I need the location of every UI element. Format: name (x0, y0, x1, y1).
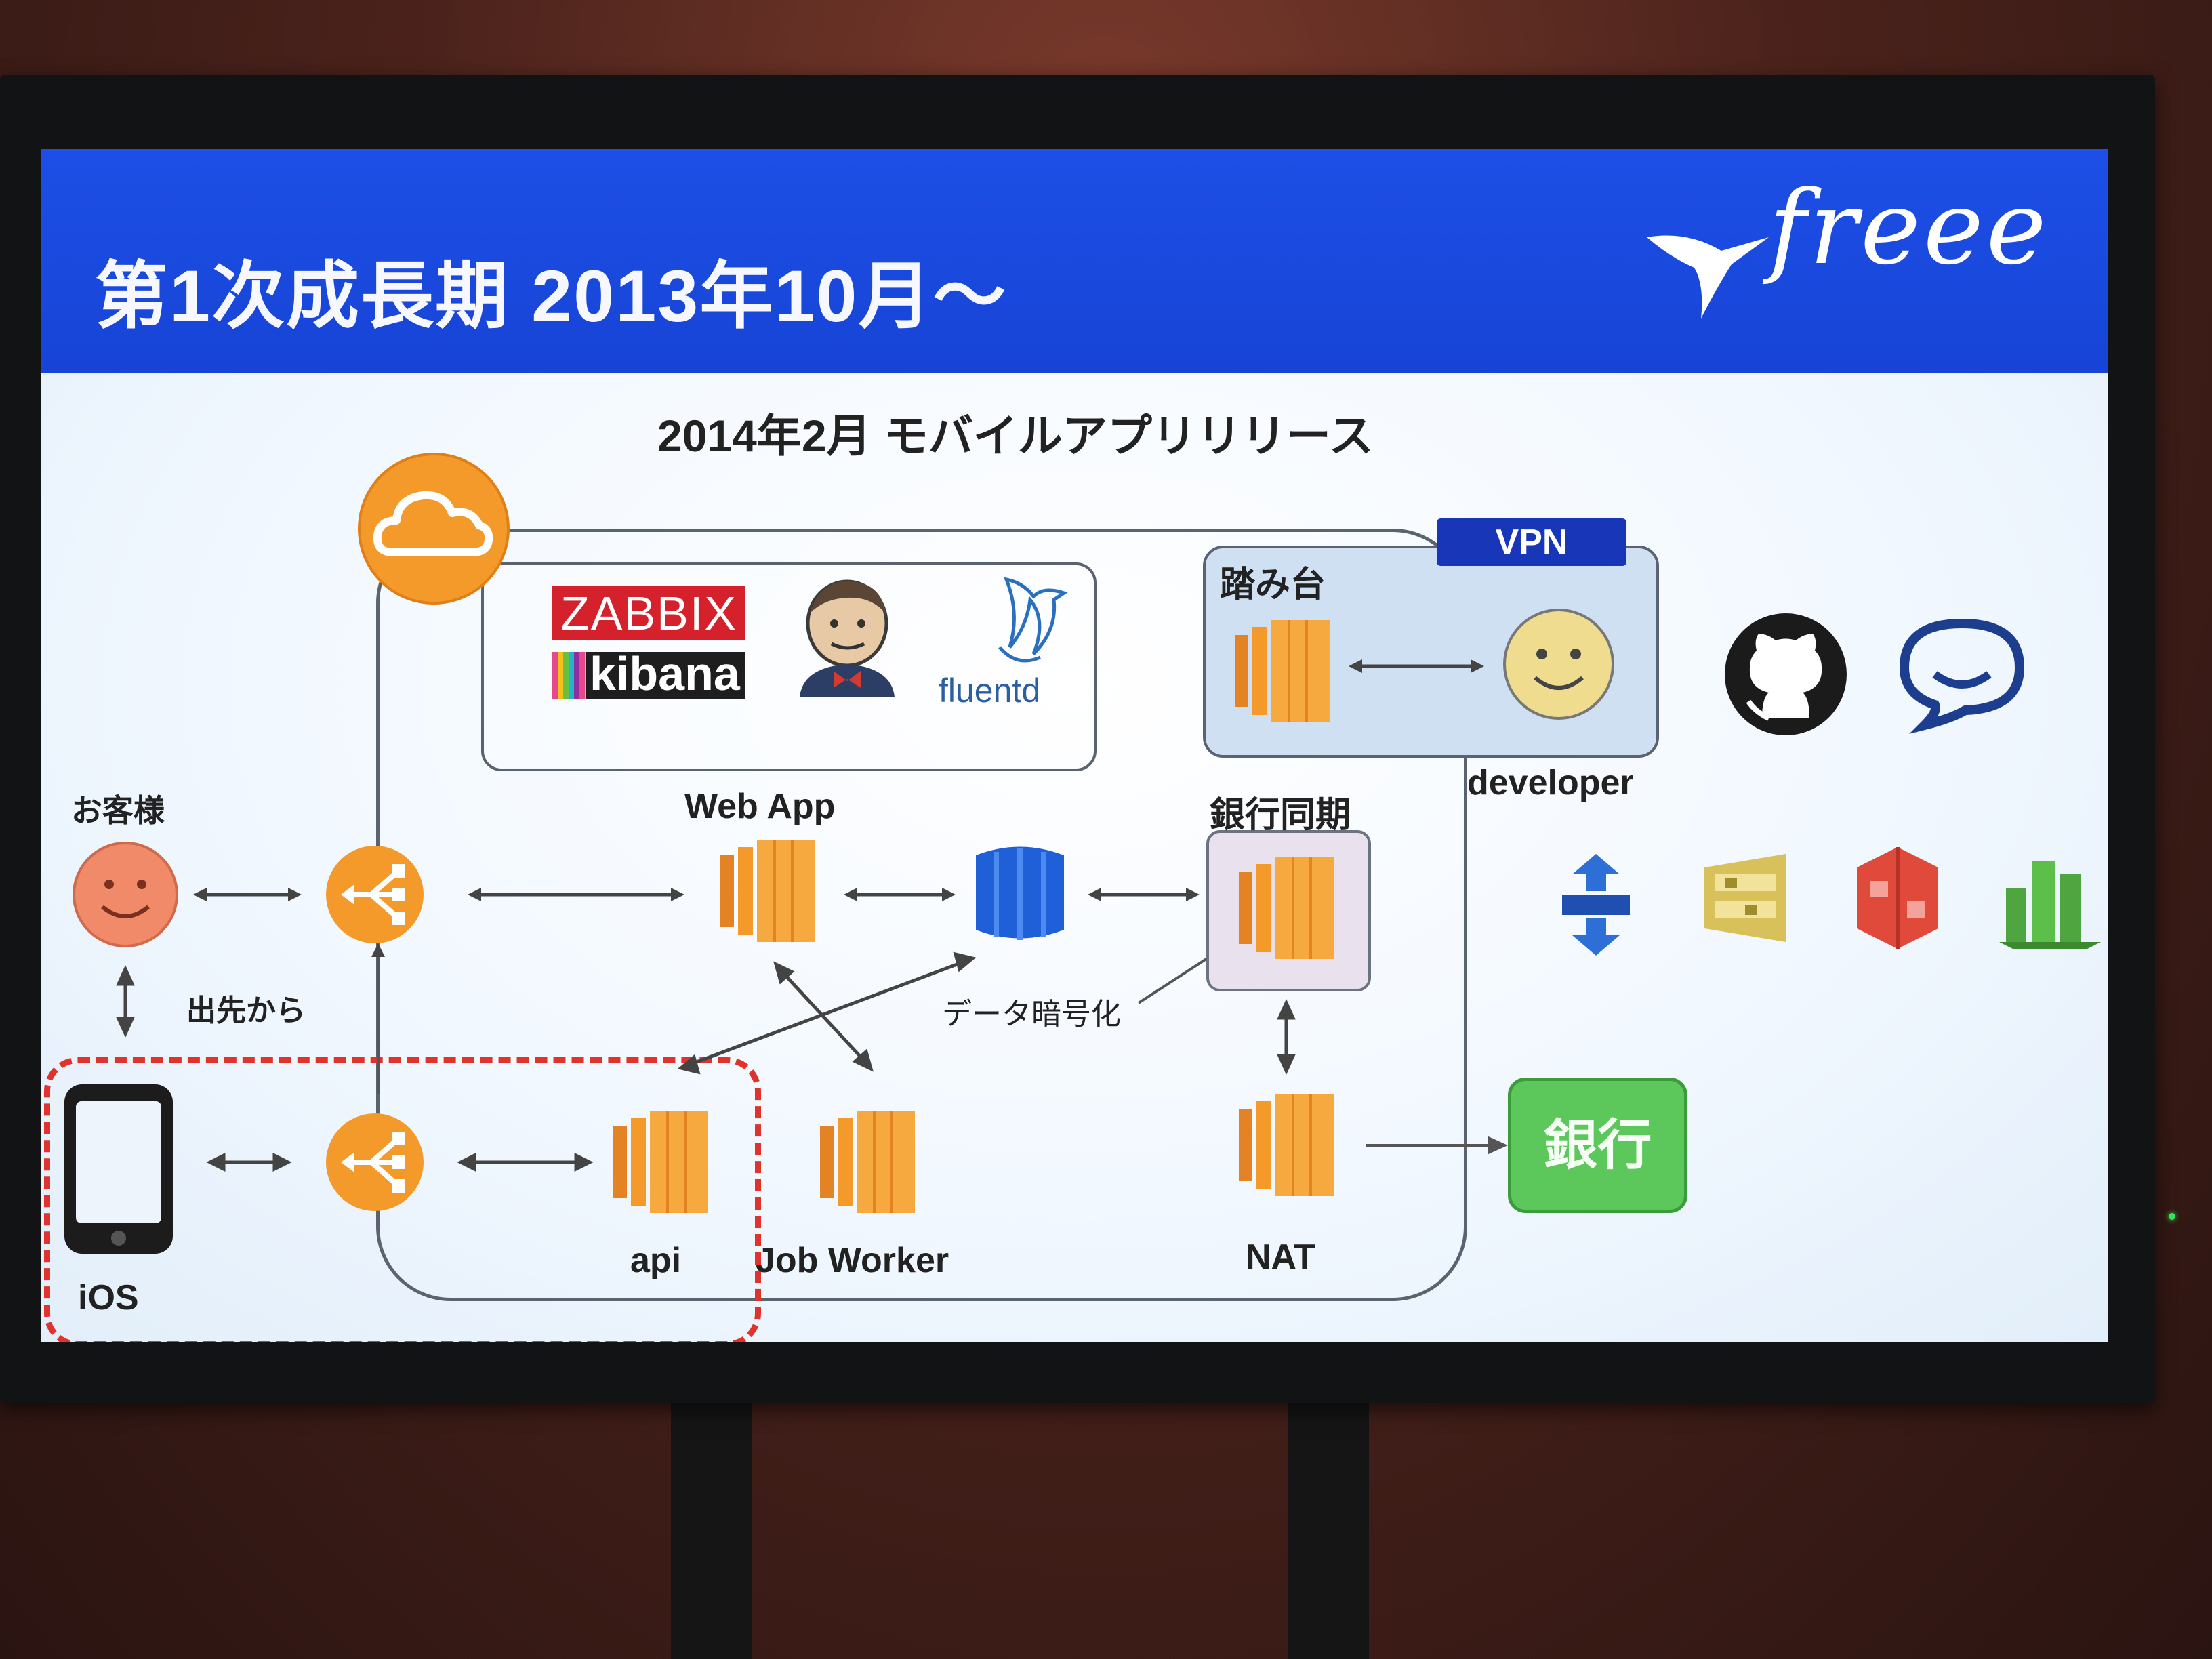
customer-smiley-icon (73, 842, 178, 947)
db-api-arrow (677, 951, 977, 1075)
webapp-jobworker-arrow (773, 961, 874, 1072)
kibana-wordmark: kibana (590, 647, 740, 700)
slide-title: 第1次成長期 2013年10月～ (95, 255, 1008, 337)
api-label: api (630, 1241, 682, 1280)
bank-sync-ec2-icon (1239, 857, 1334, 959)
bastion-ec2-icon (1235, 620, 1330, 722)
slide-screen: 第1次成長期 2013年10月～ freee 2014年2月 モバイルアプリリリ… (41, 149, 2108, 1342)
hipchat-icon (1899, 618, 2025, 734)
job-worker-ec2-icon (820, 1111, 915, 1213)
api-ec2-icon (613, 1111, 708, 1213)
web-app-label: Web App (684, 787, 836, 826)
nat-label: NAT (1246, 1237, 1316, 1277)
out-of-office-label: 出先から (186, 994, 306, 1027)
s3-icon (1857, 847, 1938, 949)
nat-bank-arrow (1366, 1136, 1508, 1155)
monitor-stand-right (1288, 1396, 1369, 1659)
monitor-stand-left (671, 1396, 752, 1659)
developer-smiley-icon (1503, 609, 1614, 720)
logo-wordmark: freee (1769, 169, 2049, 287)
mobile-release-highlight (44, 1057, 761, 1342)
bastion-developer-arrow (1349, 659, 1484, 673)
job-worker-label: Job Worker (756, 1241, 949, 1280)
github-icon (1725, 613, 1847, 735)
jenkins-icon (800, 579, 895, 697)
slide-subtitle: 2014年2月 モバイルアプリリリース (657, 411, 1374, 461)
zabbix-logo: ZABBIX (552, 586, 745, 640)
slide-header: 第1次成長期 2013年10月～ freee (41, 149, 2108, 373)
power-led (2169, 1213, 2175, 1220)
customer-ios-arrow (116, 964, 135, 1038)
developer-label: developer (1467, 763, 1634, 802)
dynamodb-icon (976, 846, 1064, 940)
api-elb-icon (326, 1113, 424, 1211)
kibana-stripes (552, 652, 586, 699)
webapp-db-arrow (844, 888, 956, 901)
data-encryption-label: データ暗号化 (942, 998, 1121, 1031)
customer-label: お客様 (71, 793, 165, 828)
kibana-logo: kibana (552, 647, 745, 700)
ios-elb-arrow (206, 1152, 292, 1172)
bank-box: 銀行 (1508, 1078, 1687, 1213)
cloudwatch-icon (1999, 861, 2101, 949)
cloud-icon (358, 453, 510, 605)
nat-ec2-icon (1239, 1094, 1334, 1196)
banksync-nat-arrow (1277, 998, 1296, 1076)
web-elb-icon (326, 846, 424, 943)
diagram-connectors (116, 943, 1508, 1172)
freee-logo: freee (1640, 163, 2060, 319)
customer-elb-arrow (193, 888, 302, 901)
fluentd-bird-icon (998, 577, 1068, 663)
fluentd-wordmark: fluentd (939, 672, 1041, 710)
db-banksync-arrow (1088, 888, 1200, 901)
vpn-tag: VPN (1437, 518, 1626, 566)
elb-webapp-arrow (468, 888, 684, 901)
encryption-callout-line (1137, 958, 1208, 1004)
elb-api-arrow (457, 1152, 594, 1172)
web-app-ec2-icon (720, 840, 815, 942)
bastion-label: 踏み台 (1220, 565, 1326, 605)
bank-sync-label: 銀行同期 (1210, 796, 1351, 835)
ios-label: iOS (78, 1278, 139, 1317)
swallow-logo-icon (1647, 235, 1769, 319)
iphone-icon (64, 1084, 173, 1254)
sqs-icon (1704, 854, 1786, 942)
data-pipeline-icon (1562, 854, 1630, 956)
